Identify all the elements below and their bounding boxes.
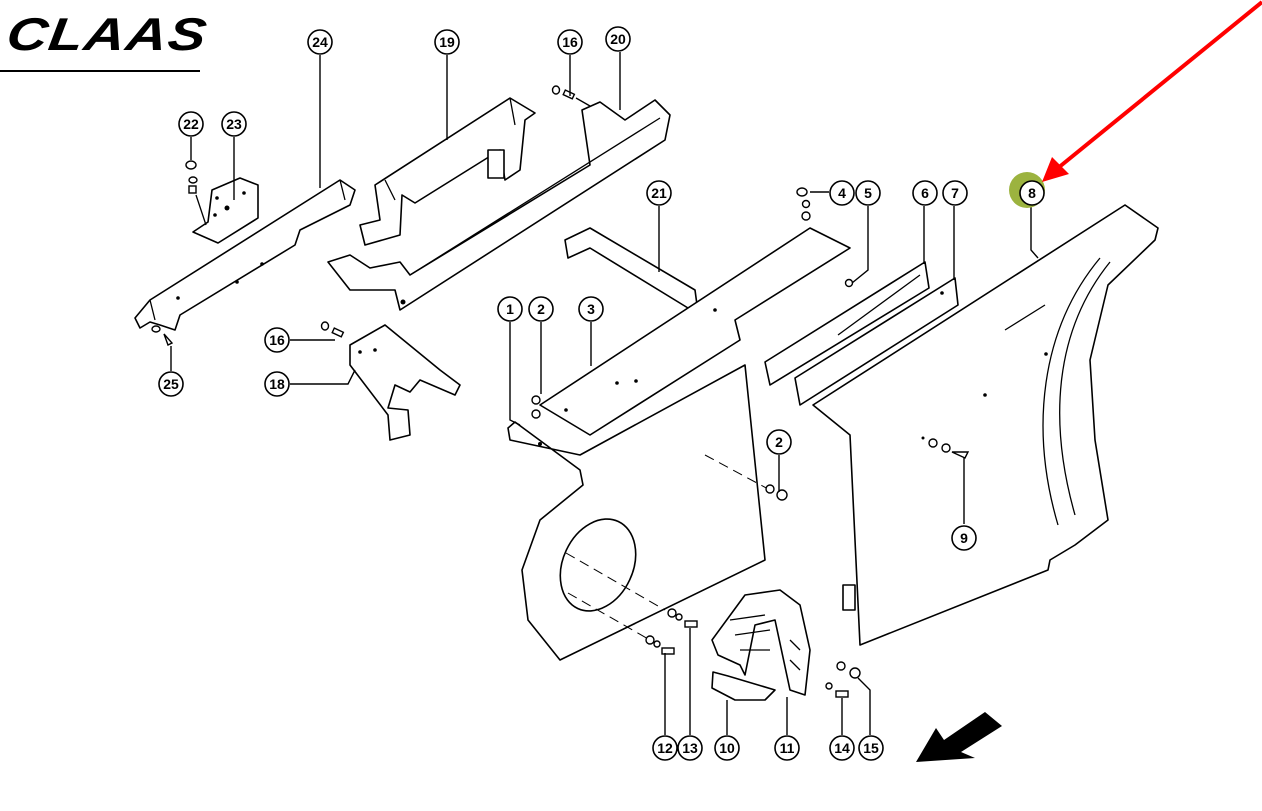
callout-10[interactable]: 10 [714, 735, 740, 761]
svg-text:4: 4 [838, 185, 846, 201]
part-5-nut[interactable] [844, 278, 854, 288]
callout-21[interactable]: 21 [646, 180, 672, 206]
callout-3[interactable]: 3 [578, 296, 604, 322]
callout-25[interactable]: 25 [158, 371, 184, 397]
leader-lines [170, 52, 1039, 735]
travel-direction-arrow-icon [916, 712, 1002, 762]
callout-2[interactable]: 2 [528, 296, 554, 322]
svg-text:15: 15 [863, 740, 879, 756]
callout-18[interactable]: 18 [264, 371, 290, 397]
part-14-bolt[interactable] [825, 682, 849, 698]
svg-text:10: 10 [719, 740, 735, 756]
svg-text:18: 18 [269, 376, 285, 392]
svg-text:1: 1 [506, 301, 514, 317]
svg-text:14: 14 [834, 740, 850, 756]
callout-15[interactable]: 15 [858, 735, 884, 761]
svg-text:7: 7 [951, 185, 959, 201]
part-16-screw-top[interactable] [551, 85, 591, 107]
callout-2[interactable]: 2 [766, 429, 792, 455]
svg-text:12: 12 [657, 740, 673, 756]
part-21-bracket[interactable] [564, 227, 698, 309]
svg-text:25: 25 [163, 376, 179, 392]
part-10-deflector[interactable] [711, 671, 776, 701]
part-9-screw-set[interactable] [921, 436, 970, 459]
part-18-bracket[interactable] [349, 324, 461, 441]
callout-22[interactable]: 22 [178, 111, 204, 137]
callout-20[interactable]: 20 [605, 26, 631, 52]
svg-text:20: 20 [610, 31, 626, 47]
callout-19[interactable]: 19 [434, 29, 460, 55]
svg-text:13: 13 [682, 740, 698, 756]
part-15-nut[interactable] [836, 661, 861, 679]
callout-14[interactable]: 14 [829, 735, 855, 761]
callout-4[interactable]: 4 [829, 180, 855, 206]
svg-text:22: 22 [183, 116, 199, 132]
svg-text:6: 6 [921, 185, 929, 201]
callout-16[interactable]: 16 [264, 327, 290, 353]
callout-1[interactable]: 1 [497, 296, 523, 322]
part-8-side-panel[interactable] [812, 204, 1159, 646]
callout-24[interactable]: 24 [307, 29, 333, 55]
callout-12[interactable]: 12 [652, 735, 678, 761]
svg-text:19: 19 [439, 34, 455, 50]
svg-text:2: 2 [537, 301, 545, 317]
part-16-screw-lower[interactable] [320, 321, 345, 338]
svg-text:11: 11 [780, 740, 795, 756]
svg-text:3: 3 [587, 301, 595, 317]
red-arrow-head-icon [1042, 157, 1069, 182]
part-4-screw-set[interactable] [796, 187, 811, 221]
svg-text:9: 9 [960, 530, 968, 546]
callout-23[interactable]: 23 [221, 111, 247, 137]
callout-7[interactable]: 7 [942, 180, 968, 206]
callout-9[interactable]: 9 [951, 525, 977, 551]
callout-16[interactable]: 16 [557, 29, 583, 55]
callout-5[interactable]: 5 [855, 180, 881, 206]
part-22-screw-set[interactable] [185, 160, 207, 226]
svg-text:16: 16 [269, 332, 285, 348]
svg-text:8: 8 [1028, 185, 1036, 201]
part-20-channel[interactable] [327, 99, 671, 311]
part-2-nut-upper[interactable] [531, 395, 541, 419]
part-25-bolt[interactable] [151, 325, 174, 346]
part-7-strip[interactable] [794, 277, 959, 406]
part-3-plate[interactable] [539, 227, 851, 436]
claas-logo: CLAAS [0, 8, 211, 72]
svg-text:5: 5 [864, 185, 872, 201]
part-23-plate[interactable] [192, 177, 259, 244]
svg-text:24: 24 [312, 34, 328, 50]
callout-11[interactable]: 11 [774, 735, 800, 761]
part-24-support-bar[interactable] [134, 179, 356, 331]
callout-6[interactable]: 6 [912, 180, 938, 206]
part-2-nut-lower[interactable] [765, 484, 788, 501]
callout-8[interactable]: 8 [1019, 180, 1045, 206]
part-19-bracket[interactable] [359, 97, 536, 246]
svg-text:21: 21 [651, 185, 667, 201]
red-pointer-arrow [1042, 0, 1262, 182]
part-13-bolt[interactable] [667, 608, 698, 628]
svg-text:16: 16 [562, 34, 578, 50]
svg-text:2: 2 [775, 434, 783, 450]
callout-13[interactable]: 13 [677, 735, 703, 761]
part-6-strip[interactable] [764, 261, 930, 386]
part-1-front-housing[interactable] [507, 364, 771, 661]
svg-text:23: 23 [226, 116, 242, 132]
part-11-duct[interactable] [711, 589, 811, 696]
logo-text: CLAAS [4, 8, 211, 60]
part-12-bolt[interactable] [645, 635, 675, 655]
